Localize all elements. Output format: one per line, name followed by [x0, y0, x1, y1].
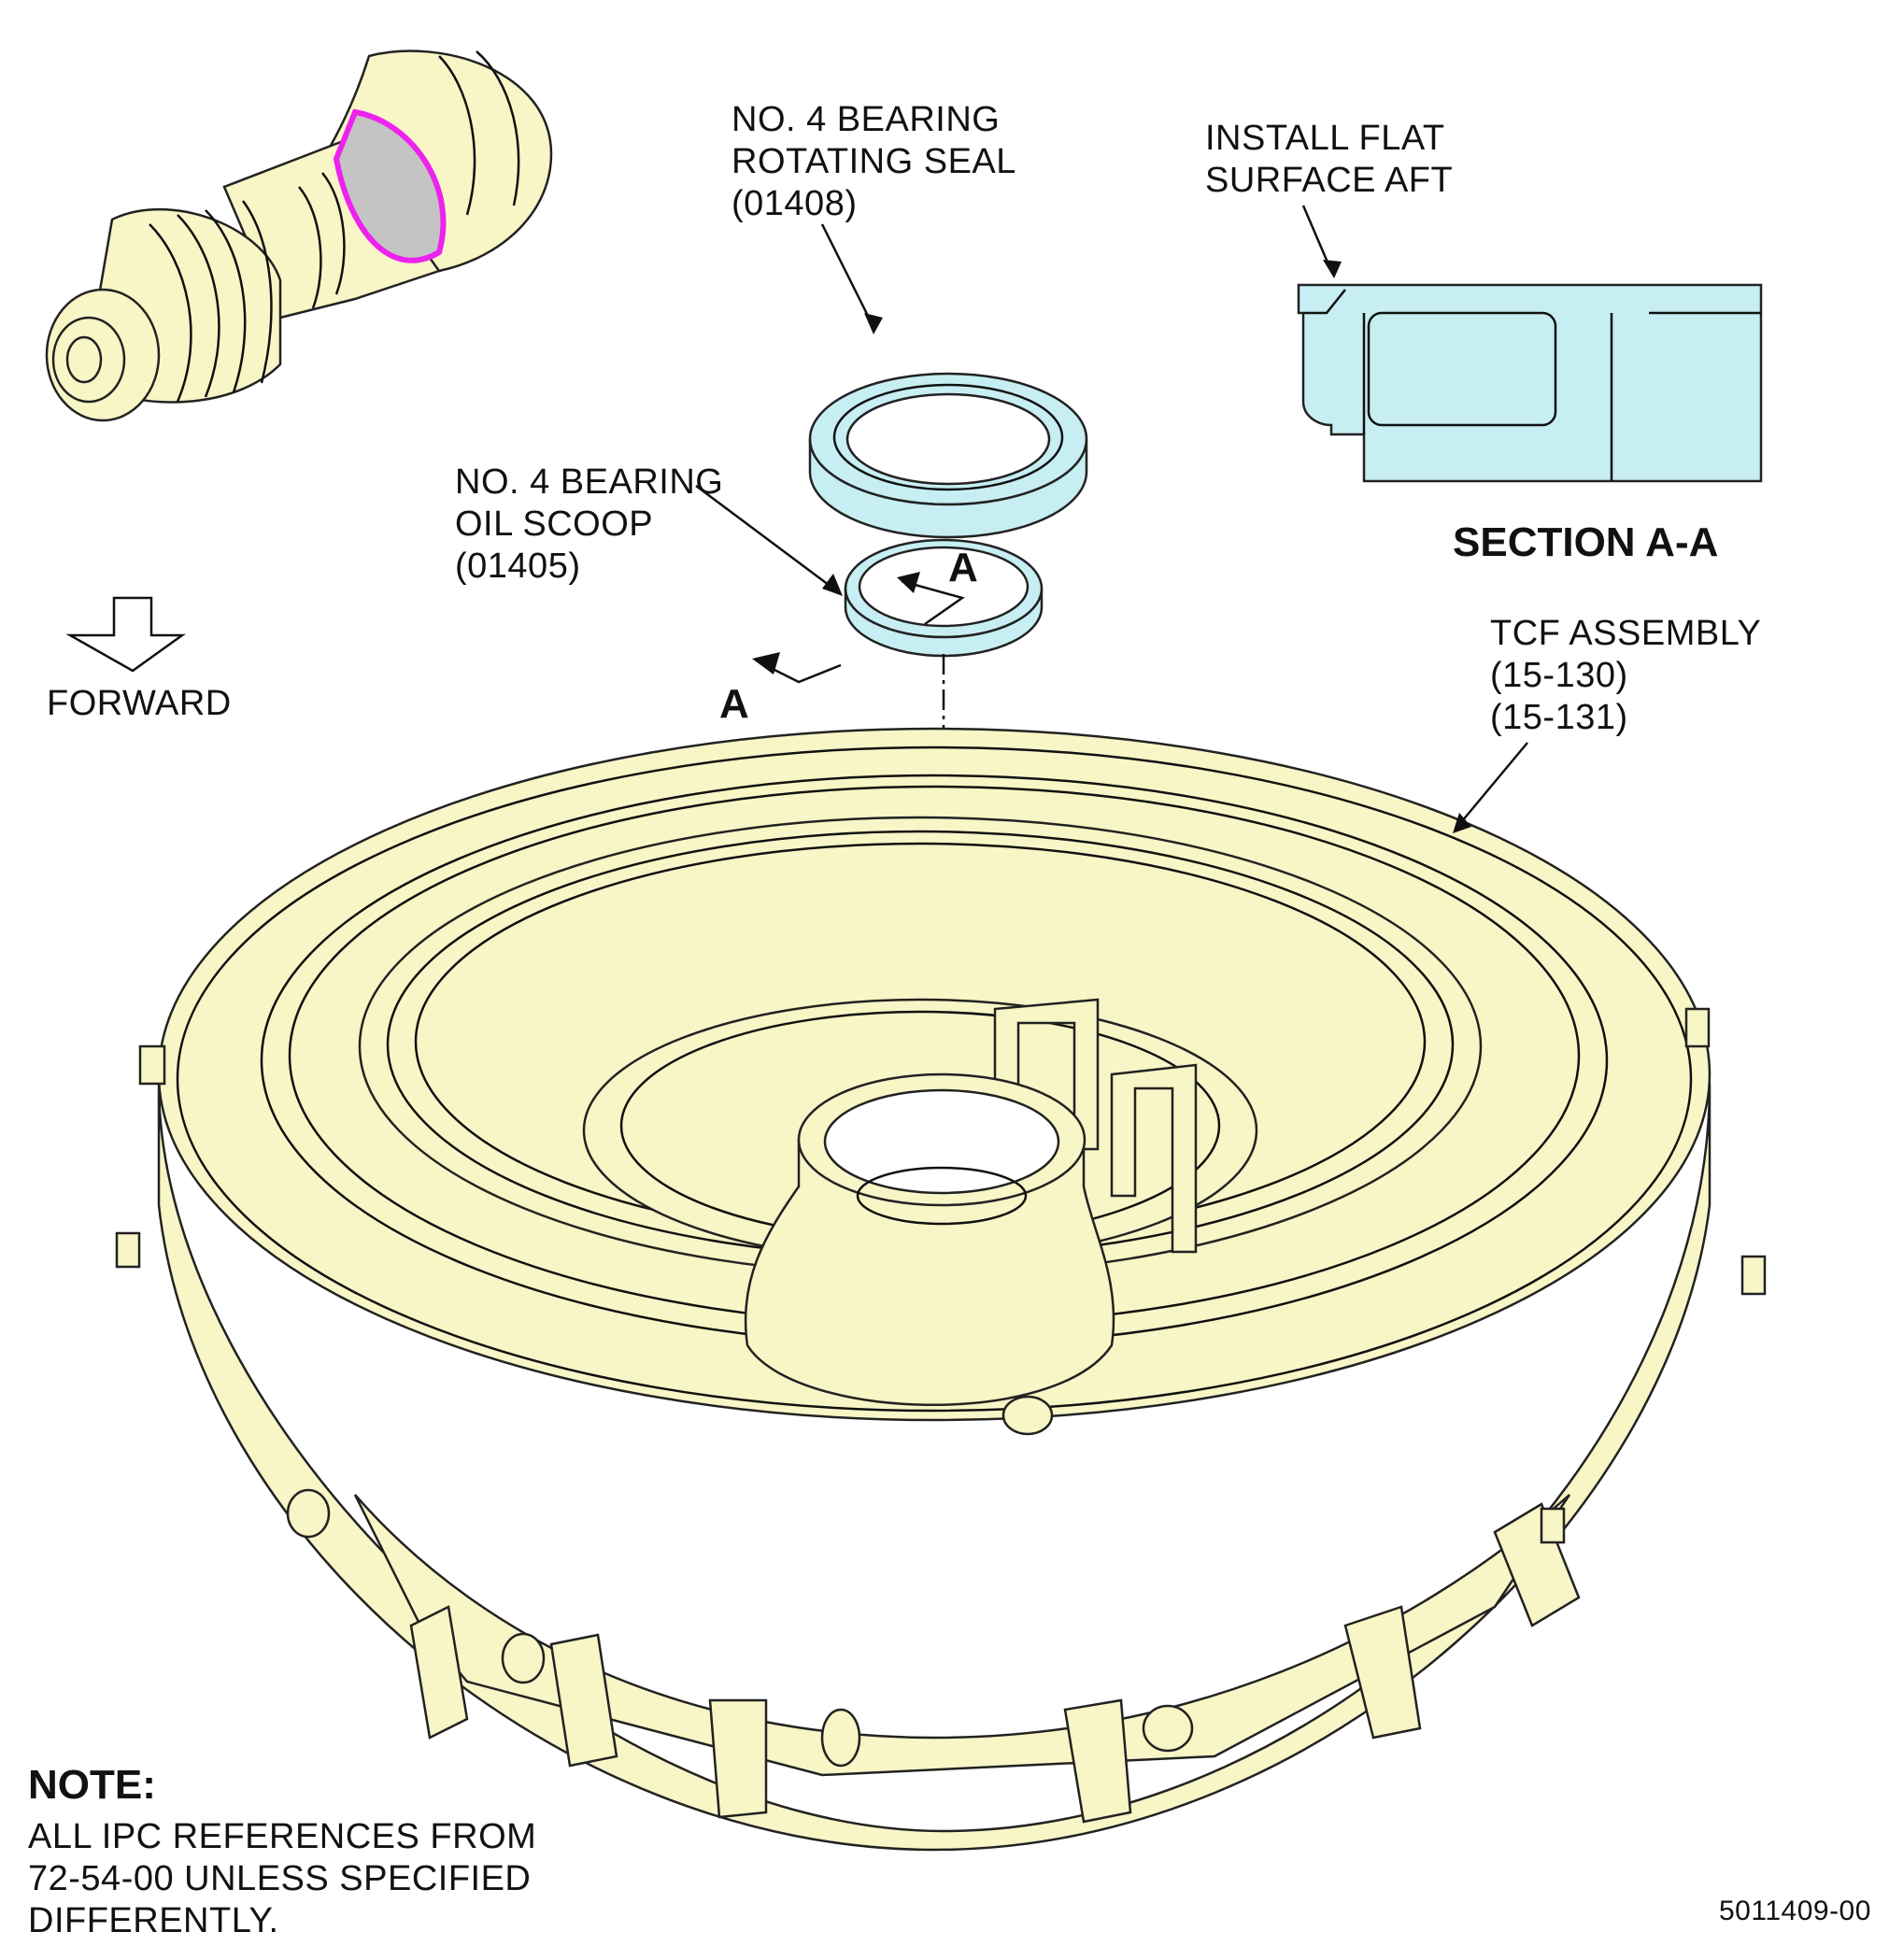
rotating-seal-part — [808, 372, 1088, 539]
rotating-seal-label: NO. 4 BEARING ROTATING SEAL (01408) — [731, 100, 1026, 223]
install-flat-note: INSTALL FLAT SURFACE AFT — [1205, 119, 1455, 200]
section-a-a-profile — [1297, 283, 1763, 483]
section-a-a-title: SECTION A-A — [1453, 519, 1718, 565]
section-marker-upper: A — [948, 545, 978, 590]
note-title: NOTE: — [28, 1762, 156, 1808]
section-cut-marks — [752, 572, 965, 684]
section-marker-lower: A — [719, 681, 749, 727]
oil-scoop-label: NO. 4 BEARING OIL SCOOP (01405) — [455, 462, 733, 586]
tcf-assembly-part — [115, 727, 1767, 1852]
figure-id: 5011409-00 — [1719, 1896, 1871, 1926]
forward-arrow-icon — [65, 596, 186, 673]
note-body: ALL IPC REFERENCES FROM 72-54-00 UNLESS … — [28, 1817, 547, 1940]
leader-lines — [695, 205, 1528, 833]
forward-label: FORWARD — [47, 684, 232, 723]
highlighted-seal-location — [333, 108, 447, 263]
tcf-assembly-label: TCF ASSEMBLY (15-130) (15-131) — [1490, 614, 1771, 737]
oil-scoop-part — [844, 538, 1044, 658]
shaft-locator-view — [45, 50, 553, 422]
